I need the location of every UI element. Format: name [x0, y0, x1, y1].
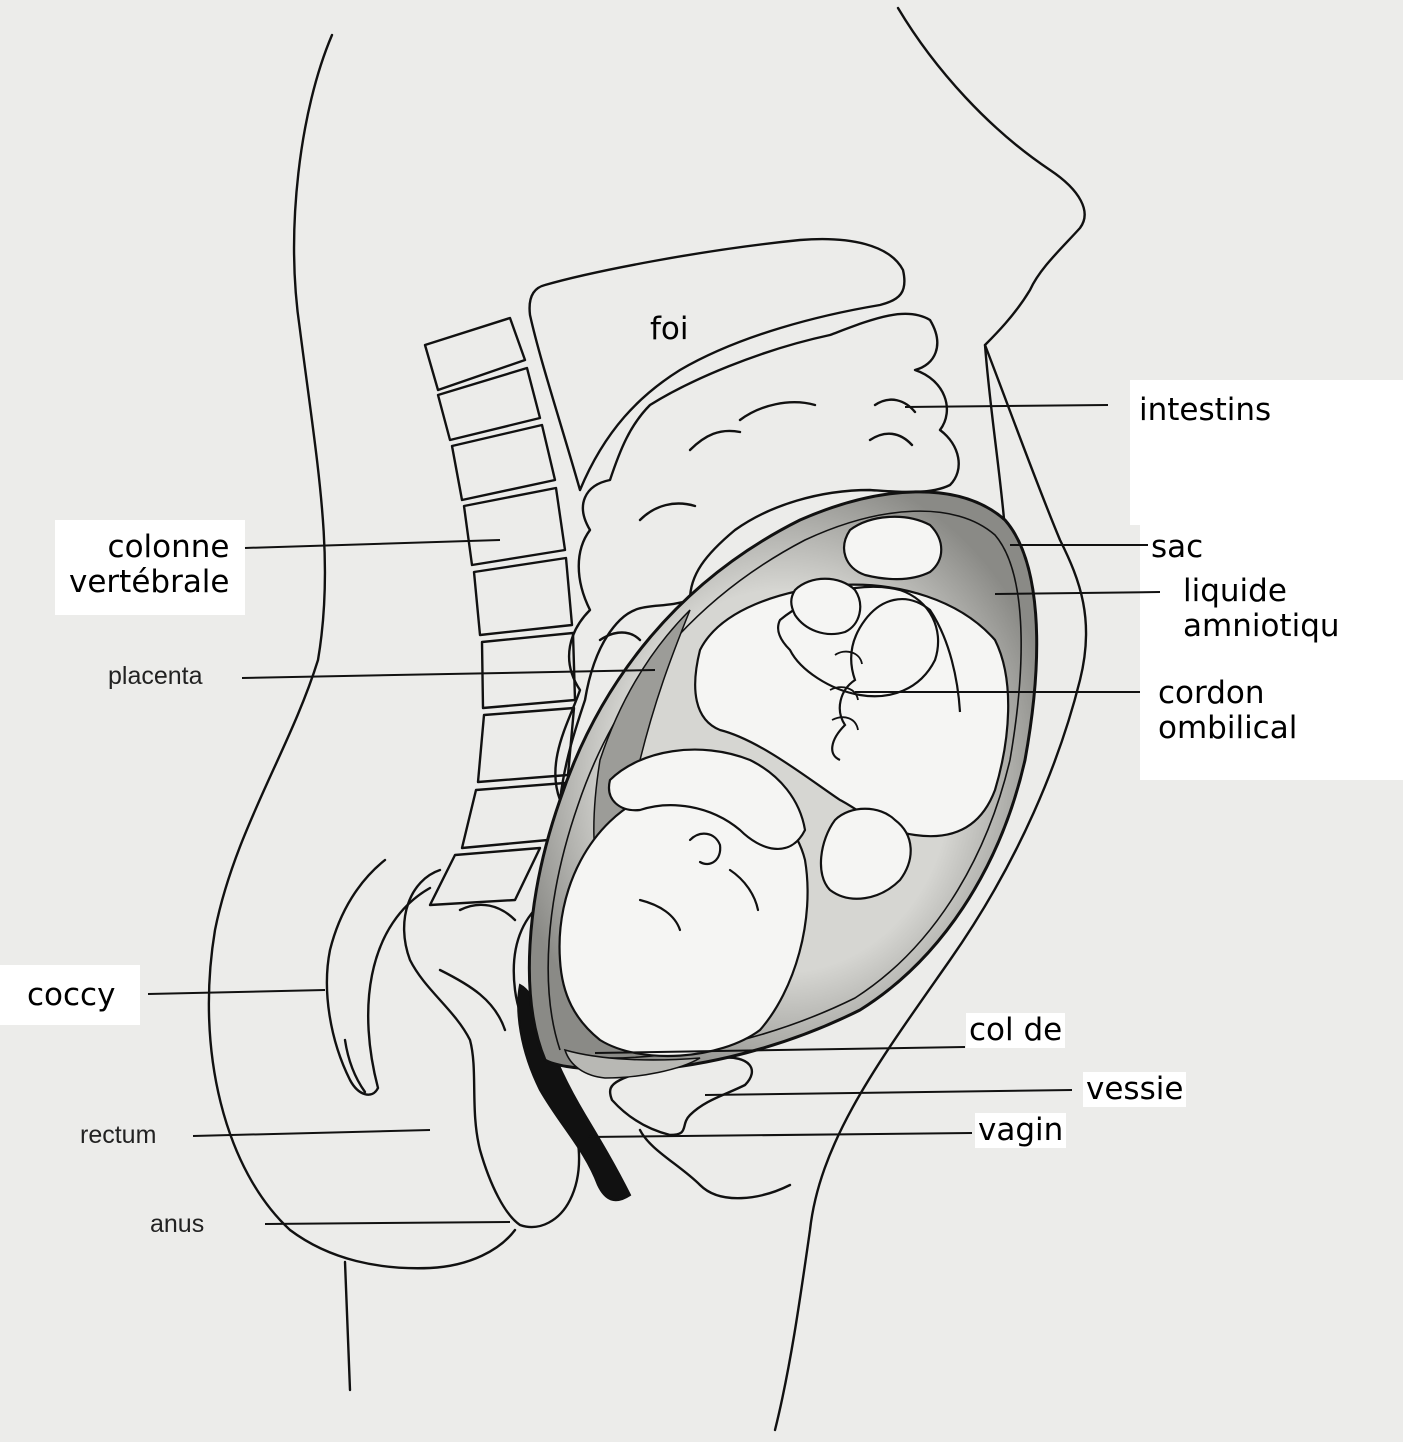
- pubic-area: [640, 1130, 790, 1198]
- label-placenta: placenta: [108, 662, 203, 690]
- label-cordon-ombilical: cordon ombilical: [1155, 676, 1300, 745]
- intestine-fold: [875, 400, 915, 412]
- intestine-fold: [690, 431, 740, 450]
- vertebral-column: [425, 318, 575, 905]
- leader-vagin: [588, 1133, 972, 1137]
- label-liquide-amniotique: liquide amniotiqu: [1180, 574, 1343, 643]
- intestine-fold: [640, 504, 695, 520]
- label-vagin: vagin: [975, 1113, 1066, 1148]
- intestine-fold: [870, 434, 912, 445]
- leader-colonne: [245, 540, 500, 548]
- rectum-fold: [440, 970, 505, 1030]
- leader-vessie: [705, 1090, 1072, 1095]
- fetus-foot: [844, 517, 941, 579]
- label-foi: foi: [647, 312, 692, 347]
- sacrum: [327, 860, 430, 1095]
- rectum-fold: [460, 905, 515, 920]
- back-outline: [209, 35, 515, 1268]
- label-vessie: vessie: [1083, 1072, 1186, 1107]
- leader-coccy: [148, 990, 325, 994]
- label-anus: anus: [150, 1210, 204, 1238]
- leader-placenta: [242, 670, 655, 678]
- label-col: col de: [966, 1013, 1065, 1048]
- leg-back-outline: [345, 1262, 350, 1390]
- leader-intestins: [905, 405, 1108, 407]
- coccyx-lower: [345, 1040, 365, 1092]
- label-intestins: intestins: [1136, 393, 1274, 428]
- leader-anus: [265, 1222, 510, 1224]
- label-coccy: coccy: [24, 978, 118, 1013]
- label-colonne-vertebrale: colonne vertébrale: [66, 530, 233, 599]
- intestine-fold: [740, 402, 815, 420]
- liver: [530, 239, 905, 490]
- label-sac: sac: [1148, 530, 1206, 565]
- label-rectum: rectum: [80, 1121, 156, 1149]
